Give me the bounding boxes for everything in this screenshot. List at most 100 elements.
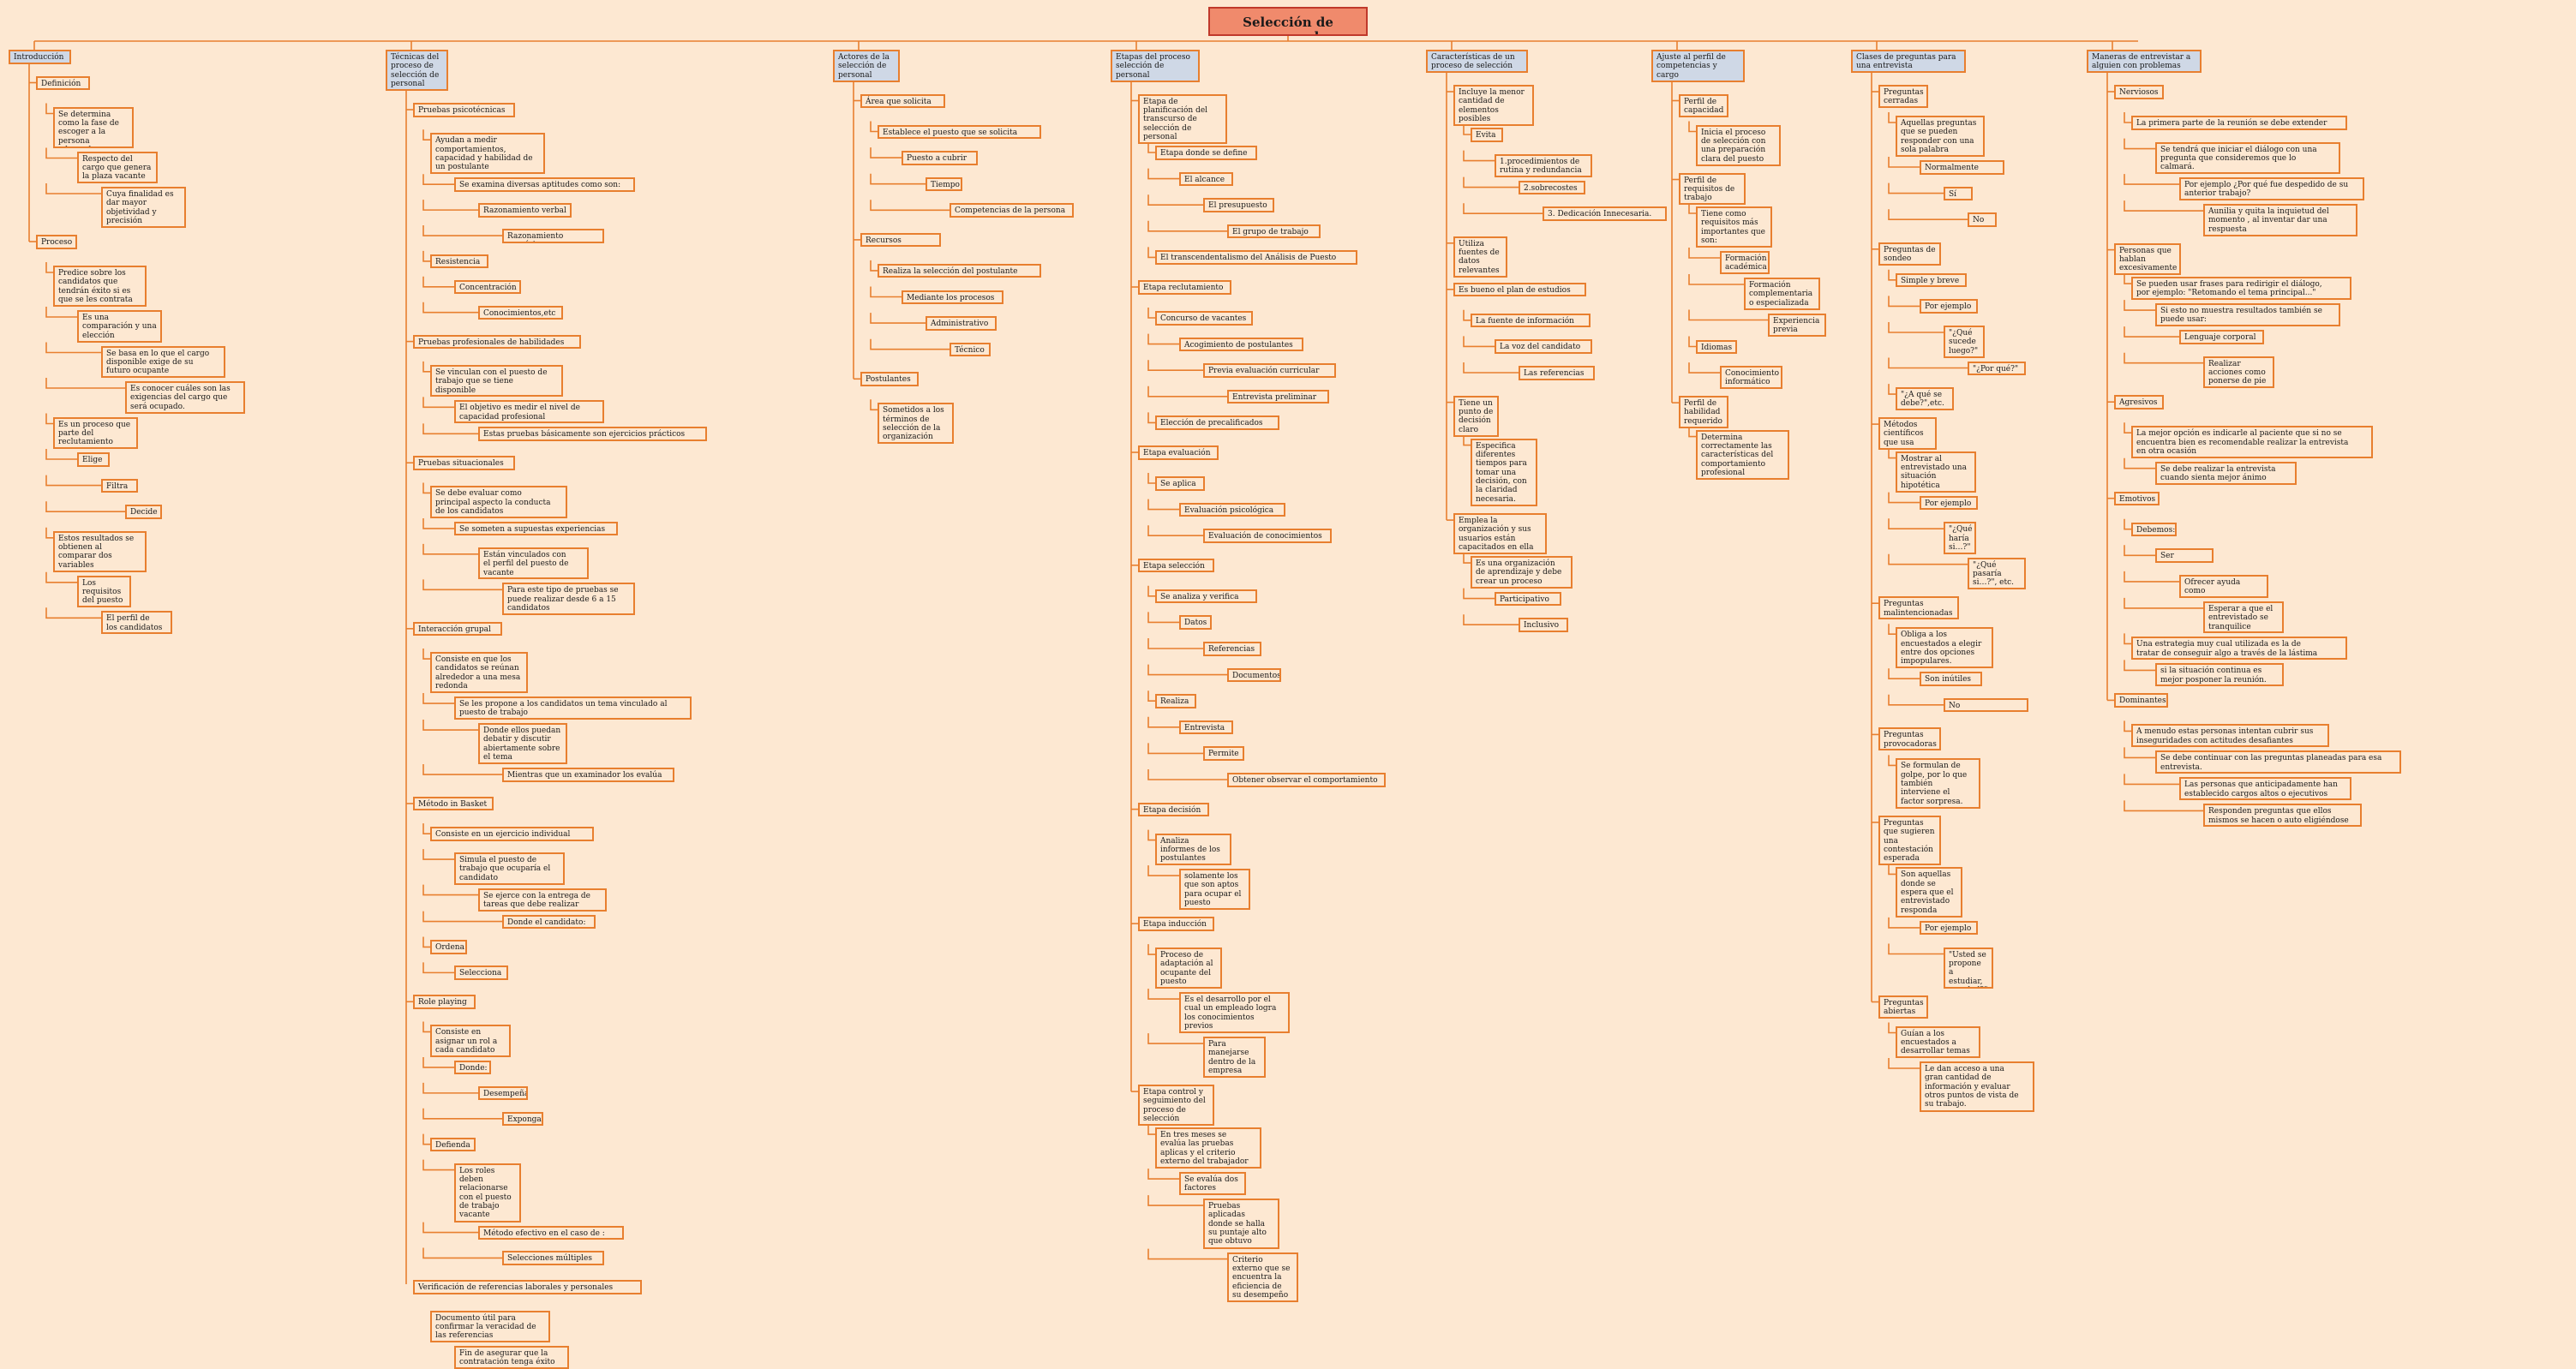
connector <box>422 764 502 775</box>
connector <box>422 1133 430 1145</box>
subtopic-1-2-3: Para este tipo de pruebas se puede reali… <box>502 583 635 615</box>
connector <box>45 475 101 487</box>
subtopic-3-0-2: El presupuesto <box>1203 198 1275 212</box>
subtopic-6-6-1: Le dan acceso a una gran cantidad de inf… <box>1920 1061 2035 1112</box>
subtopic-6-0-2: Sí <box>1944 186 1973 201</box>
connector <box>1463 336 1495 348</box>
connector <box>1888 182 1944 194</box>
connector <box>422 129 430 141</box>
connector <box>422 1159 454 1171</box>
topic-2-2: Postulantes <box>860 372 920 386</box>
subtopic-6-5-0: Son aquellas donde se espera que el entr… <box>1896 867 1963 918</box>
subtopic-3-3-7: Obtener observar el comportamiento <box>1227 773 1387 787</box>
connector <box>45 147 77 159</box>
connector <box>1147 829 1155 841</box>
connector <box>422 302 478 314</box>
connector <box>1147 386 1227 398</box>
subtopic-0-1-6: Filtra <box>101 478 138 493</box>
connector <box>45 307 77 318</box>
connector <box>422 543 478 555</box>
connector <box>1888 553 1968 565</box>
subtopic-7-3-3: Esperar a que el entrevistado se tranqui… <box>2203 601 2284 634</box>
subtopic-2-1-0: Realiza la selección del postulante <box>878 263 1041 278</box>
connector <box>1147 989 1179 1000</box>
subtopic-0-1-5: Elige <box>77 452 110 467</box>
subtopic-3-6-2: Pruebas aplicadas donde se halla su punt… <box>1203 1199 1279 1249</box>
subtopic-2-1-3: Técnico <box>950 342 991 357</box>
subtopic-1-3-0: Consiste en que los candidatos se reúnan… <box>430 652 528 694</box>
connector <box>422 1222 478 1234</box>
topic-7-4: Dominantes <box>2114 693 2168 708</box>
subtopic-0-1-2: Se basa en lo que el cargo disponible ex… <box>101 345 225 378</box>
subtopic-2-0-1: Puesto a cubrir <box>902 151 978 165</box>
connector <box>870 260 878 272</box>
connector <box>2124 571 2179 583</box>
topic-4-0: Incluye la menor cantidad de elementos p… <box>1453 85 1534 126</box>
connector <box>1888 447 1896 459</box>
topic-3-6: Etapa control y seguimiento del proceso … <box>1138 1085 1214 1127</box>
subtopic-1-4-4: Ordena <box>430 940 467 954</box>
subtopic-3-2-2: Evaluación de conocimientos <box>1203 529 1332 543</box>
connector <box>45 378 125 389</box>
connector <box>1888 943 1944 955</box>
subtopic-7-3-0: Debemos: <box>2131 522 2177 537</box>
subtopic-3-1-1: Acogimiento de postulantes <box>1179 337 1303 352</box>
connector <box>422 276 454 288</box>
subtopic-7-3-2: Ofrecer ayuda como agua o pañus <box>2179 574 2268 598</box>
connector <box>1888 269 1896 281</box>
subtopic-0-1-3: Es conocer cuáles son las exigencias del… <box>125 381 245 414</box>
subtopic-7-4-2: Las personas que anticipadamente han est… <box>2179 777 2351 801</box>
connector <box>1688 426 1696 438</box>
subtopic-3-0-1: El alcance <box>1179 171 1233 187</box>
subtopic-7-2-1: Se debe realizar la entrevista cuando si… <box>2155 461 2297 485</box>
topic-6-0: Preguntas cerradas <box>1878 85 1928 108</box>
topic-1-0: Pruebas psicotécnicas <box>413 103 516 117</box>
subtopic-4-4-1: Participativo <box>1495 591 1562 607</box>
subtopic-1-5-0: Consiste en asignar un rol a cada candid… <box>430 1025 511 1057</box>
connector <box>1463 434 1471 446</box>
connector <box>422 482 430 494</box>
topic-1-3: Interacción grupal <box>413 621 502 637</box>
connector <box>1888 357 1968 369</box>
subtopic-2-1-1: Mediante los procesos <box>902 290 1004 304</box>
connector <box>422 911 502 923</box>
subtopic-6-1-0: Simple y breve <box>1896 272 1968 288</box>
subtopic-7-0-1: Se tendrá que iniciar el diálogo con una… <box>2155 141 2340 175</box>
topic-1-6: Verificación de referencias laborales y … <box>413 1280 642 1294</box>
connector <box>1147 769 1227 780</box>
connector <box>1888 112 1896 123</box>
connector <box>1147 612 1179 624</box>
connector <box>1147 638 1203 649</box>
topic-4-1: Utiliza fuentes de datos relevantes <box>1453 236 1507 278</box>
connector <box>2124 545 2155 557</box>
subtopic-1-0-3: Razonamiento numérico <box>502 229 605 243</box>
connector <box>1147 1248 1227 1260</box>
subtopic-1-5-2: Desempeña <box>478 1085 528 1101</box>
connector <box>1147 690 1155 702</box>
topic-7-1: Personas que hablan excesivamente <box>2114 242 2182 276</box>
connector <box>2124 747 2155 759</box>
connector <box>1463 309 1471 321</box>
topic-7-0: Nerviosos <box>2114 85 2164 99</box>
subtopic-0-0-1: Respecto del cargo que genera la plaza v… <box>77 151 158 183</box>
subtopic-3-3-0: Se analiza y verifica <box>1155 589 1258 604</box>
connector <box>422 579 502 591</box>
topic-3-2: Etapa evaluación <box>1138 445 1219 460</box>
subtopic-3-3-1: Datos <box>1179 615 1212 630</box>
subtopic-7-4-3: Responden preguntas que ellos mismos se … <box>2203 804 2363 828</box>
topic-7-3: Emotivos <box>2114 491 2160 506</box>
subtopic-3-0-0: Etapa donde se define <box>1155 146 1258 160</box>
subtopic-6-2-3: "¿Qué pasaría si…?", etc. <box>1968 557 2027 590</box>
connector <box>1147 585 1155 597</box>
connector <box>2124 800 2203 812</box>
topic-6-2: Métodos científicos que usa <box>1878 417 1938 450</box>
connector <box>2124 352 2203 364</box>
subtopic-0-1-8: Estos resultados se obtienen al comparar… <box>53 530 147 572</box>
subtopic-1-0-5: Concentración <box>454 279 522 295</box>
connector <box>870 121 878 133</box>
connector <box>422 517 454 529</box>
connector <box>1147 473 1155 484</box>
connector <box>2124 774 2179 786</box>
subtopic-6-3-0: Obliga a los encuestados a elegir entre … <box>1896 627 1993 669</box>
connector <box>1463 614 1519 625</box>
